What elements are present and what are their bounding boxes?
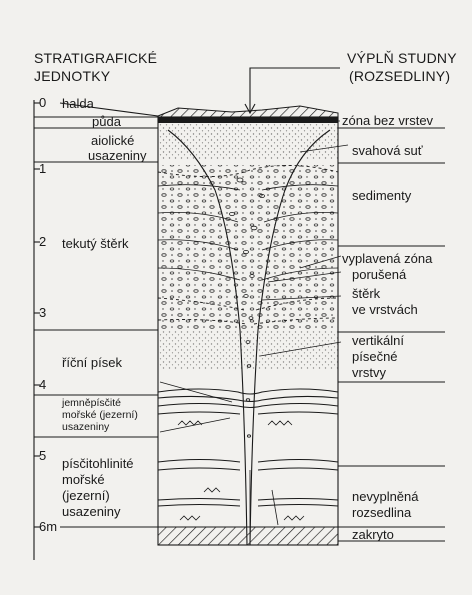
unit-jemnopiscite-2: mořské (jezerní) bbox=[62, 409, 138, 421]
header-left-line2: JEDNOTKY bbox=[34, 68, 111, 84]
unit-piscitohlinite-1: písčitohlinité bbox=[62, 456, 134, 471]
fill-sterk-2: ve vrstvách bbox=[352, 302, 418, 317]
fill-vertikalni-3: vrstvy bbox=[352, 365, 386, 380]
unit-piscitohlinite-3: (jezerní) bbox=[62, 488, 110, 503]
unit-jemnopiscite-3: usazeniny bbox=[62, 421, 110, 433]
unit-tekuty-sterk: tekutý štěrk bbox=[62, 236, 129, 251]
unit-aiolicke-1: aiolické bbox=[91, 133, 134, 148]
depth-label-5: 5 bbox=[39, 448, 46, 463]
header-right-line2: (ROZSEDLINY) bbox=[349, 68, 450, 84]
fill-zona-bez-vrstev: zóna bez vrstev bbox=[342, 113, 434, 128]
unit-piscitohlinite-2: mořské bbox=[62, 472, 105, 487]
fill-svahova-sut: svahová suť bbox=[352, 143, 423, 158]
fill-sedimenty: sedimenty bbox=[352, 188, 412, 203]
fill-vertikalni-1: vertikální bbox=[352, 333, 404, 348]
section-column bbox=[158, 106, 338, 545]
fill-vertikalni-2: písečné bbox=[352, 349, 398, 364]
unit-jemnopiscite-1: jemněpísčité bbox=[61, 397, 121, 409]
unit-puda: půda bbox=[92, 114, 122, 129]
depth-label-6: 6m bbox=[39, 519, 57, 534]
depth-label-4: 4 bbox=[39, 377, 46, 392]
depth-axis: 0 1 2 3 4 5 6m bbox=[34, 95, 57, 560]
depth-label-2: 2 bbox=[39, 234, 46, 249]
unit-ricni-pisek: říční písek bbox=[62, 355, 122, 370]
fill-vyplavena-zona: vyplavená zóna bbox=[342, 251, 433, 266]
pointer-arrow bbox=[245, 68, 340, 113]
header-right-line1: VÝPLŇ STUDNY bbox=[347, 50, 457, 66]
fill-zakryto: zakryto bbox=[352, 527, 394, 542]
fill-nevyplnena-2: rozsedlina bbox=[352, 505, 412, 520]
depth-label-0: 0 bbox=[39, 95, 46, 110]
depth-label-1: 1 bbox=[39, 161, 46, 176]
depth-label-3: 3 bbox=[39, 305, 46, 320]
fill-sterk-1: štěrk bbox=[352, 286, 381, 301]
unit-piscitohlinite-4: usazeniny bbox=[62, 504, 121, 519]
soil-band bbox=[158, 117, 338, 123]
unit-halda: halda bbox=[62, 96, 95, 111]
fill-nevyplnena-1: nevyplněná bbox=[352, 489, 419, 504]
header-left-line1: STRATIGRAFICKÉ bbox=[34, 50, 157, 66]
fill-porusena: porušená bbox=[352, 267, 407, 282]
unit-aiolicke-2: usazeniny bbox=[88, 148, 147, 163]
